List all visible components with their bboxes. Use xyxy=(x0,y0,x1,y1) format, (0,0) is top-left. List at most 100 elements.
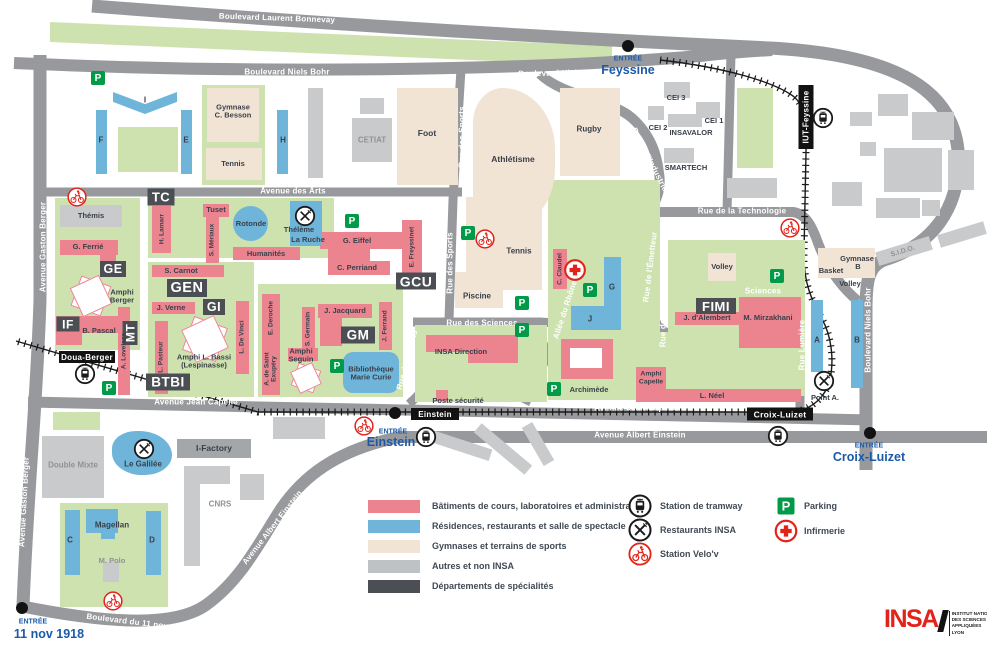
department-box: IF xyxy=(56,316,80,332)
building-red xyxy=(236,301,249,374)
building-label: INSA Direction xyxy=(434,346,488,356)
infirmerie-icon xyxy=(774,519,798,543)
building-label: B xyxy=(855,261,861,271)
green-strip xyxy=(50,22,612,66)
building-gray xyxy=(60,205,122,227)
building-blue xyxy=(181,110,192,174)
road-label: Avenue Jean Capelle xyxy=(594,403,678,413)
building-gray xyxy=(664,148,694,163)
building-label: A. de Saint Exupéry xyxy=(263,352,278,386)
building-red xyxy=(318,304,372,318)
building-gray2 xyxy=(177,439,251,458)
station-box: Doua-Berger xyxy=(59,351,115,363)
building-label: CEI 1 xyxy=(704,115,724,125)
entrance-small-label: ENTRÉE xyxy=(18,618,48,626)
building-label: Le Galilée xyxy=(124,459,162,469)
building-gray xyxy=(240,474,264,500)
building-beige xyxy=(206,148,262,180)
building-label: L. Pasteur xyxy=(157,341,165,373)
building-label: Amphi L. Bassi (Lespinasse) xyxy=(176,352,232,370)
insa-logo-word: INSA xyxy=(884,605,939,633)
station-box: Einstein xyxy=(411,408,459,420)
parking-icon: P xyxy=(102,381,116,395)
building-gray xyxy=(360,98,384,114)
legend-label: Station de tramway xyxy=(660,500,743,511)
parking-icon: P xyxy=(777,497,795,515)
building-label: Point A. xyxy=(810,392,840,402)
building-beige xyxy=(207,88,259,142)
building-label: G. Ferrié xyxy=(72,241,104,251)
parking-icon: P xyxy=(515,296,529,310)
building-label: Thélème xyxy=(283,224,315,234)
building-blue xyxy=(343,352,399,393)
building-gray xyxy=(948,150,974,190)
building-red xyxy=(152,206,171,253)
station-box: Croix-Luizet xyxy=(747,407,813,421)
department-box: TC xyxy=(147,188,175,206)
building-red xyxy=(328,261,390,275)
legend-label: Station Velo'v xyxy=(660,548,719,559)
parking-icon: P xyxy=(770,269,784,283)
entrance-small-label: ENTRÉE xyxy=(378,428,408,436)
building-label: I xyxy=(143,95,147,105)
tram-station-icon xyxy=(415,426,437,448)
building-red xyxy=(288,348,318,361)
building-label: M. Mirzakhani xyxy=(743,312,793,322)
entrance-dot xyxy=(16,602,28,614)
legend-label: Résidences, restaurants et salle de spec… xyxy=(432,520,626,531)
building-label: Piscine xyxy=(462,291,492,301)
restaurant-icon xyxy=(628,518,652,542)
building-label: Archimède xyxy=(569,384,609,394)
building-label: Tennis xyxy=(221,158,245,168)
building-label: Volley xyxy=(839,278,861,288)
building-label: Gymnase xyxy=(840,253,874,263)
road-boulevard-11-novembre xyxy=(18,431,402,627)
building-gray xyxy=(308,88,323,178)
restaurant-icon xyxy=(133,438,155,460)
entrance-dot xyxy=(864,427,876,439)
tram-station-icon xyxy=(74,363,96,385)
building-label: B xyxy=(854,335,860,345)
legend-swatch xyxy=(368,499,420,513)
building-blue xyxy=(277,110,288,174)
legend-label: Bâtiments de cours, laboratoires et admi… xyxy=(432,500,648,511)
road-label: Avenue des Arts xyxy=(260,186,326,196)
building-label: H. Lamarr xyxy=(158,213,166,245)
building-beige xyxy=(455,272,503,308)
building-beige xyxy=(560,88,620,176)
building-label: Poste sécurité xyxy=(432,395,484,405)
department-box: GEN xyxy=(167,279,207,297)
building-label: La Ruche xyxy=(291,234,325,244)
building-blue xyxy=(851,300,863,388)
legend-label: Autres et non INSA xyxy=(432,560,515,571)
building-label: SMARTECH xyxy=(664,162,708,172)
parking-icon: P xyxy=(345,214,359,228)
building-blue xyxy=(96,110,107,174)
road-rue-de-la-technologie xyxy=(645,207,862,305)
building-label: M. Polo xyxy=(98,555,126,565)
building-label: F xyxy=(98,135,104,145)
parking-icon: P xyxy=(515,323,529,337)
building-red xyxy=(100,253,116,262)
building-gray xyxy=(664,82,690,98)
road-label: Avenue Jean Capelle xyxy=(154,397,238,407)
department-box: GM xyxy=(341,326,375,344)
velov-icon xyxy=(67,187,87,207)
entrance-small-label: ENTRÉE xyxy=(613,55,643,63)
legend-swatch xyxy=(368,539,420,553)
building-red xyxy=(206,217,219,263)
building-label: E. Freyssinet xyxy=(408,226,416,268)
building-label: Athlétisme xyxy=(491,154,535,165)
road-label: Rue des xyxy=(658,314,668,348)
road-label: Rue des Sports xyxy=(445,232,455,294)
building-label: J. Ferrand xyxy=(381,310,389,342)
department-box: GI xyxy=(203,299,225,315)
building-blue xyxy=(571,306,605,330)
building-label: Magellan xyxy=(94,520,130,530)
velov-icon xyxy=(354,416,374,436)
legend-swatch xyxy=(368,559,420,573)
legend-swatch xyxy=(368,579,420,593)
building-label: B. Pascal xyxy=(82,325,116,335)
legend-label: Infirmerie xyxy=(804,525,846,536)
